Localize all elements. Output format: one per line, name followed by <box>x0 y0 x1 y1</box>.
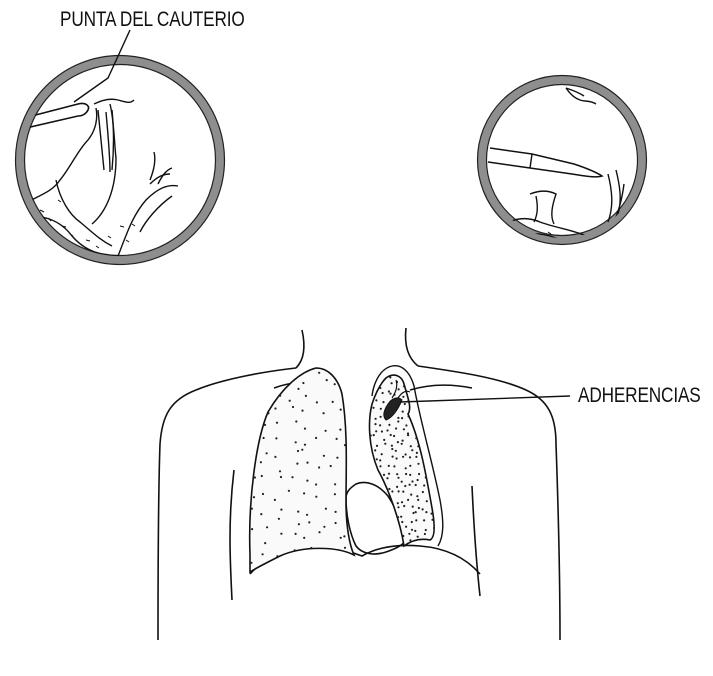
magnified-view-right <box>478 76 647 247</box>
label-cautery-tip: PUNTA DEL CAUTERIO <box>60 8 245 32</box>
chest-wall-left <box>230 470 234 600</box>
label-leader-adherencias <box>400 396 570 402</box>
magnifier-ring-left <box>20 60 220 260</box>
lung-left <box>365 366 443 554</box>
cautery-instrument-right <box>488 148 602 177</box>
clavicle-right <box>410 385 472 390</box>
cut-stump-lower <box>530 191 556 224</box>
torso-outline <box>158 328 560 640</box>
adhesion-band-left <box>94 99 134 172</box>
magnifier-ring-right <box>482 80 642 240</box>
neck-right <box>406 328 419 366</box>
chest-wall-right <box>472 486 480 596</box>
magnified-view-left <box>16 30 225 265</box>
lung-right <box>246 364 356 586</box>
neck-left <box>296 330 304 368</box>
shoulder-right <box>418 366 560 640</box>
label-adhesions: ADHERENCIAS <box>578 384 701 408</box>
